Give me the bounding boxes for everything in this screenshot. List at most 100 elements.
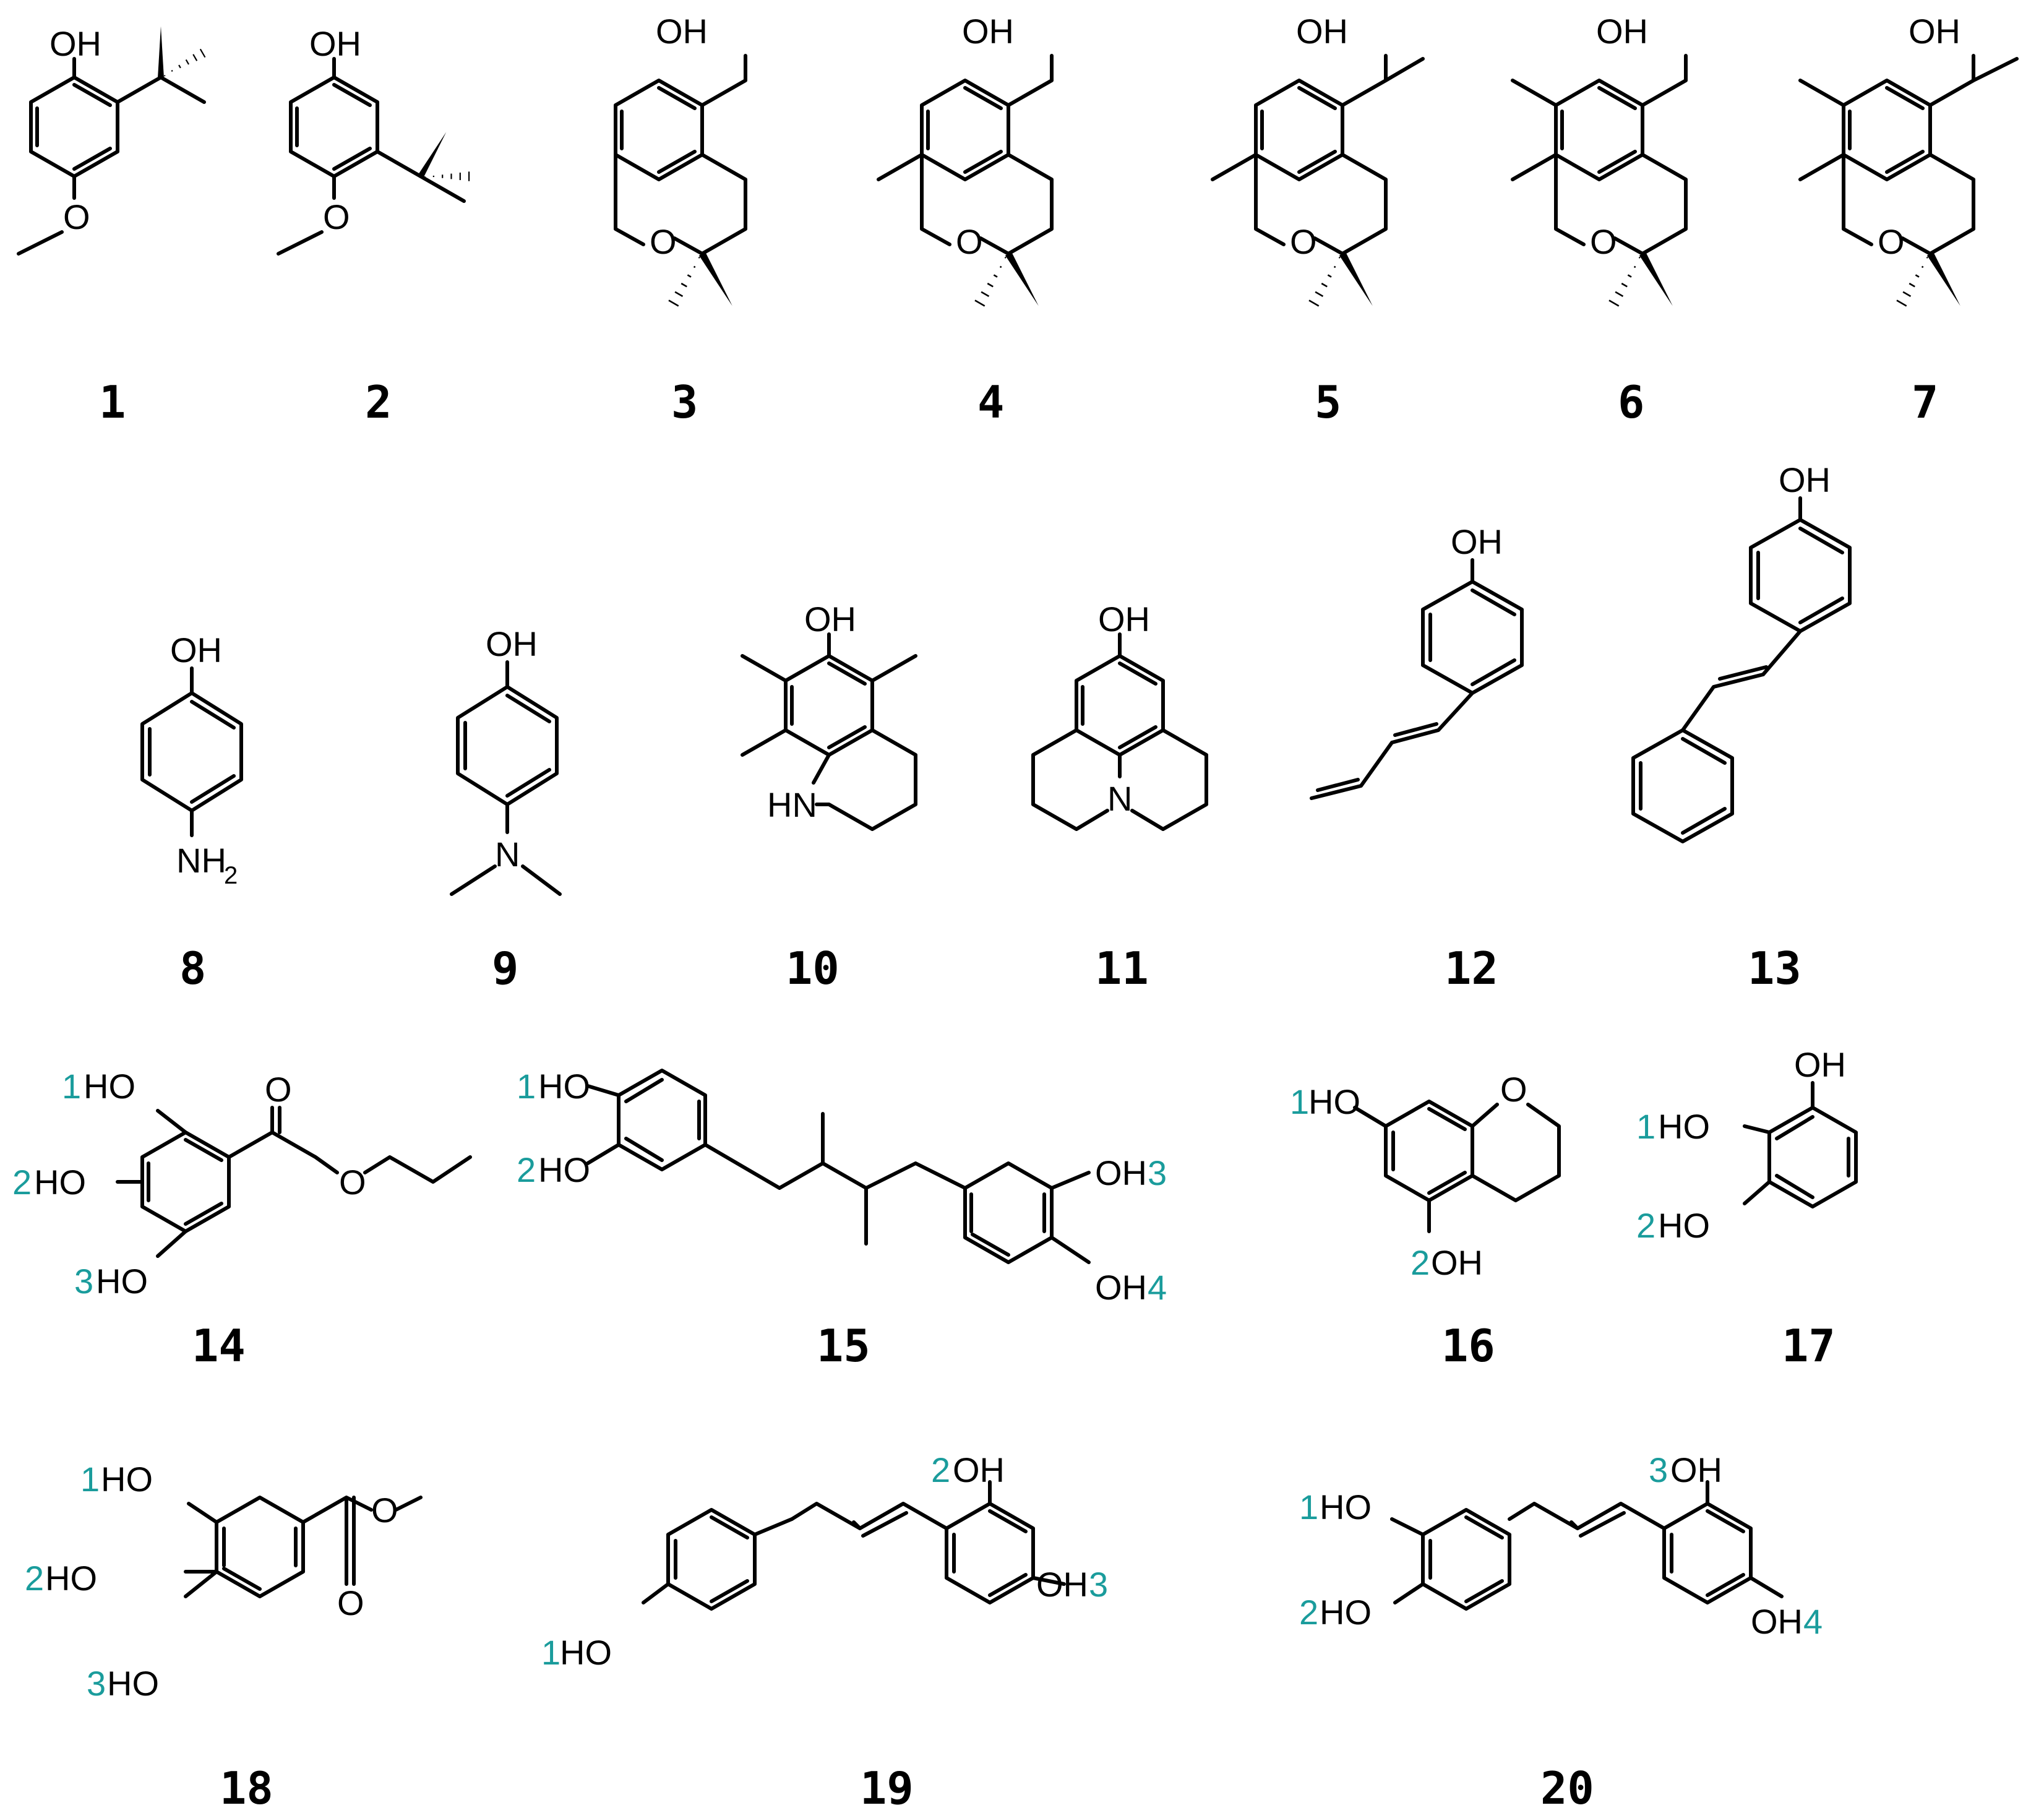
compound-number: 18 [220, 1762, 273, 1813]
oxygen-label: O [323, 197, 350, 236]
site-label-1: 1 [1299, 1488, 1318, 1527]
hydroxyl-label-2: HO [1658, 1206, 1710, 1245]
compound-number: 13 [1748, 942, 1801, 994]
compound-number: 17 [1782, 1320, 1836, 1372]
compound-number: 12 [1445, 942, 1498, 994]
compound-15: 1 HO 2 HO OH 3 OH 4 15 [517, 1067, 1167, 1372]
amine-subscript: 2 [224, 862, 238, 889]
compound-11: N OH 11 [1031, 600, 1208, 994]
ring-oxygen-label: O [650, 222, 677, 261]
compound-17: OH 1 HO 2 HO 17 [1636, 1045, 1858, 1372]
nitrogen-label: N [495, 835, 520, 874]
hydroxyl-label-1: HO [560, 1633, 612, 1672]
ester-oxygen-label: O [339, 1163, 366, 1202]
hydroxyl-label: OH [1296, 12, 1348, 51]
site-label-3: 3 [74, 1262, 93, 1301]
ring-oxygen-label: O [956, 222, 983, 261]
site-label-2: 2 [12, 1163, 32, 1202]
site-label-1: 1 [517, 1067, 536, 1106]
hydroxyl-label-3: OH [1670, 1450, 1722, 1489]
compound-12: OH 12 [1310, 522, 1524, 994]
carbonyl-oxygen-label: O [265, 1070, 292, 1109]
hydroxyl-label-1: HO [1308, 1082, 1360, 1121]
carbonyl-oxygen-label: O [337, 1583, 364, 1622]
hydroxyl-label: OH [656, 12, 708, 51]
compound-6: O OH 6 [1511, 12, 1688, 428]
compound-number: 1 [99, 376, 126, 428]
compound-number: 4 [977, 376, 1004, 428]
site-label-2: 2 [1411, 1243, 1430, 1282]
compound-number: 10 [786, 942, 840, 994]
compound-number: 9 [492, 942, 518, 994]
hydroxyl-label-1: HO [538, 1067, 590, 1106]
hydroxyl-label: OH [1451, 522, 1503, 561]
hydroxyl-label: OH [804, 600, 856, 639]
site-label-1: 1 [1290, 1082, 1309, 1121]
ring-oxygen-label: O [1290, 222, 1317, 261]
site-label-1: 1 [1636, 1107, 1655, 1146]
hydroxyl-label-1: HO [1320, 1488, 1372, 1527]
site-label-1: 1 [541, 1633, 560, 1672]
hydroxyl-label-3: HO [107, 1664, 159, 1703]
hydroxyl-label-3: OH [1036, 1565, 1088, 1604]
compound-7: O OH 7 [1798, 12, 2019, 428]
ester-oxygen-label: O [371, 1491, 398, 1530]
compound-1: OH O 1 [17, 24, 206, 428]
hydroxyl-label-2: HO [45, 1559, 97, 1598]
compound-10: HN OH 10 [741, 600, 917, 994]
nitrogen-label: N [1107, 779, 1132, 818]
compound-13: OH 13 [1631, 460, 1852, 994]
compound-number: 8 [179, 942, 206, 994]
hydroxyl-label-1: HO [1658, 1107, 1710, 1146]
hydroxyl-label-3: HO [96, 1262, 148, 1301]
ring-oxygen-label: O [1590, 222, 1617, 261]
ring-oxygen-label: O [1500, 1070, 1527, 1109]
compound-3: O OH 3 [614, 12, 747, 428]
hydroxyl-label: OH [1098, 600, 1150, 639]
compound-number: 14 [192, 1320, 246, 1372]
compound-number: 20 [1540, 1762, 1594, 1813]
compound-14: 1 HO 2 HO 3 HO O O 14 [12, 1067, 472, 1372]
compound-number: 7 [1912, 376, 1938, 428]
hydroxyl-label: OH [962, 12, 1014, 51]
hydroxyl-label-2: HO [34, 1163, 86, 1202]
compound-number: 16 [1441, 1320, 1495, 1372]
hydroxyl-label-2: OH [953, 1450, 1005, 1489]
compound-16: 1 HO 2 OH O 16 [1290, 1070, 1561, 1372]
compound-18: 1 HO 2 HO 3 HO O O 18 [25, 1460, 423, 1813]
hydroxyl-label-4: OH [1095, 1268, 1147, 1307]
hydroxyl-label: OH [1909, 12, 1960, 51]
site-label-3: 3 [87, 1664, 106, 1703]
compound-number: 11 [1095, 942, 1149, 994]
hydroxyl-label-2: OH [1431, 1243, 1483, 1282]
compound-2: OH O 2 [277, 24, 470, 428]
ring-oxygen-label: O [1878, 222, 1905, 261]
hydroxyl-label-1: HO [101, 1460, 153, 1499]
ring-nh-label: HN [767, 785, 817, 824]
site-label-1: 1 [80, 1460, 100, 1499]
compound-number: 19 [860, 1762, 914, 1813]
hydroxyl-label-2: HO [1320, 1593, 1372, 1632]
site-label-2: 2 [25, 1559, 44, 1598]
site-label-3: 3 [1089, 1565, 1108, 1604]
compound-9: OH N 9 [450, 624, 562, 994]
site-label-2: 2 [517, 1150, 536, 1189]
compound-number: 3 [671, 376, 698, 428]
site-label-3: 3 [1649, 1450, 1668, 1489]
hydroxyl-label-4: OH [1751, 1602, 1803, 1641]
site-label-2: 2 [931, 1450, 950, 1489]
hydroxyl-label-1: HO [84, 1067, 135, 1106]
site-label-1: 1 [62, 1067, 81, 1106]
hydroxyl-label-3: OH [1095, 1153, 1147, 1192]
compound-8: OH NH 2 8 [140, 631, 243, 994]
hydroxyl-label-2: HO [538, 1150, 590, 1189]
compound-number: 2 [365, 376, 392, 428]
site-label-4: 4 [1803, 1602, 1823, 1641]
compound-4: O OH 4 [877, 12, 1054, 428]
site-label-4: 4 [1148, 1268, 1167, 1307]
hydroxyl-label: OH [1779, 460, 1831, 499]
compound-number: 6 [1618, 376, 1644, 428]
site-label-2: 2 [1299, 1593, 1318, 1632]
compound-number: 5 [1315, 376, 1341, 428]
